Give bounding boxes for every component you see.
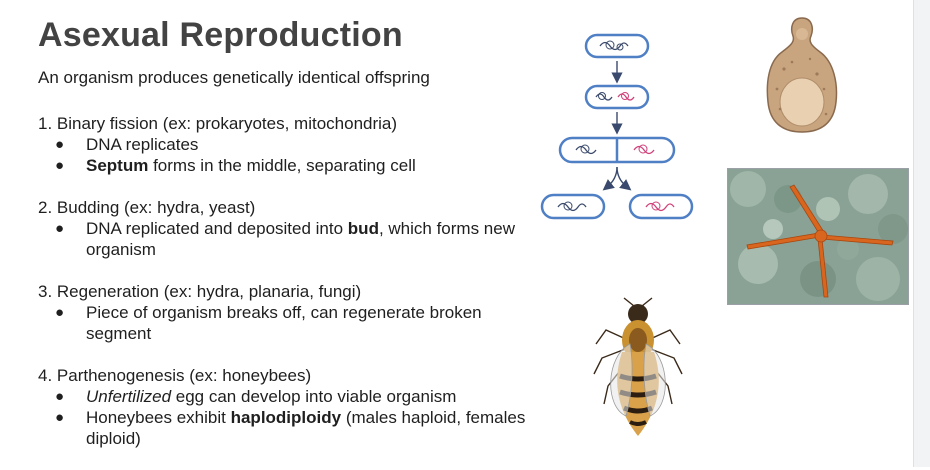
bullet-dot: ●: [55, 157, 65, 174]
italic-term: Unfertilized: [86, 387, 172, 406]
arrow-split-right-icon: [616, 166, 632, 191]
bold-term: haplodiploidy: [230, 408, 342, 427]
scrollbar-strip[interactable]: [913, 0, 930, 467]
honeybee-illustration: [593, 297, 683, 436]
section-heading: 2. Budding (ex: hydra, yeast): [38, 198, 256, 217]
bullet-dot: ●: [55, 136, 65, 153]
bullet-dot: ●: [55, 304, 65, 321]
section-parthenogenesis: 4. Parthenogenesis (ex: honeybees) ● Unf…: [38, 365, 528, 449]
bullet-list: ● Unfertilized egg can develop into viab…: [38, 386, 528, 449]
bacterium-cell-icon: [584, 33, 650, 59]
bullet-text: Piece of organism breaks off, can regene…: [86, 303, 482, 343]
section-heading: 1. Binary fission (ex: prokaryotes, mito…: [38, 114, 398, 133]
arrow-split-left-icon: [602, 166, 618, 191]
section-heading: 3. Regeneration (ex: hydra, planaria, fu…: [38, 282, 362, 301]
bullet-text: , which forms new organism: [86, 219, 515, 259]
bullet-list: ● Piece of organism breaks off, can rege…: [38, 302, 528, 344]
bullet-dot: ●: [55, 220, 65, 237]
bullet-item: ● Unfertilized egg can develop into viab…: [38, 386, 528, 407]
daughter-cell-left-icon: [540, 193, 606, 220]
bullet-text: DNA replicates: [86, 135, 199, 154]
dna-replicating-cell-icon: [584, 84, 650, 110]
slide-title: Asexual Reproduction: [38, 16, 403, 54]
bullet-dot: ●: [55, 409, 65, 426]
section-budding: 2. Budding (ex: hydra, yeast) ● DNA repl…: [38, 197, 528, 260]
bullet-text: DNA replicated and deposited into: [86, 219, 348, 238]
text-body: 1. Binary fission (ex: prokaryotes, mito…: [38, 113, 528, 470]
bullet-item: ● DNA replicates: [38, 134, 528, 155]
bold-term: bud: [347, 219, 379, 238]
daughter-cell-right-icon: [628, 193, 694, 220]
bullet-text: (males haploid, females diploid): [86, 408, 526, 448]
bullet-item: ● Honeybees exhibit haplodiploidy (males…: [38, 407, 528, 449]
bullet-item: ● Piece of organism breaks off, can rege…: [38, 302, 528, 344]
bullet-list: ● DNA replicated and deposited into bud,…: [38, 218, 528, 260]
section-binary-fission: 1. Binary fission (ex: prokaryotes, mito…: [38, 113, 528, 176]
slide-subtitle: An organism produces genetically identic…: [38, 68, 430, 87]
bullet-dot: ●: [55, 388, 65, 405]
septum-cell-icon: [558, 136, 676, 164]
starfish-photo: [727, 168, 909, 305]
bullet-text: Honeybees exhibit: [86, 408, 231, 427]
section-regeneration: 3. Regeneration (ex: hydra, planaria, fu…: [38, 281, 528, 344]
bullet-item: ● Septum forms in the middle, separating…: [38, 155, 528, 176]
bullet-text: egg can develop into viable organism: [171, 387, 457, 406]
binary-fission-diagram: [540, 33, 694, 220]
section-heading: 4. Parthenogenesis (ex: honeybees): [38, 366, 312, 385]
bold-term: Septum: [86, 156, 149, 175]
bullet-item: ● DNA replicated and deposited into bud,…: [38, 218, 528, 260]
bullet-list: ● DNA replicates ● Septum forms in the m…: [38, 134, 528, 176]
bullet-text: forms in the middle, separating cell: [148, 156, 416, 175]
budding-yeast-illustration: [766, 17, 838, 133]
